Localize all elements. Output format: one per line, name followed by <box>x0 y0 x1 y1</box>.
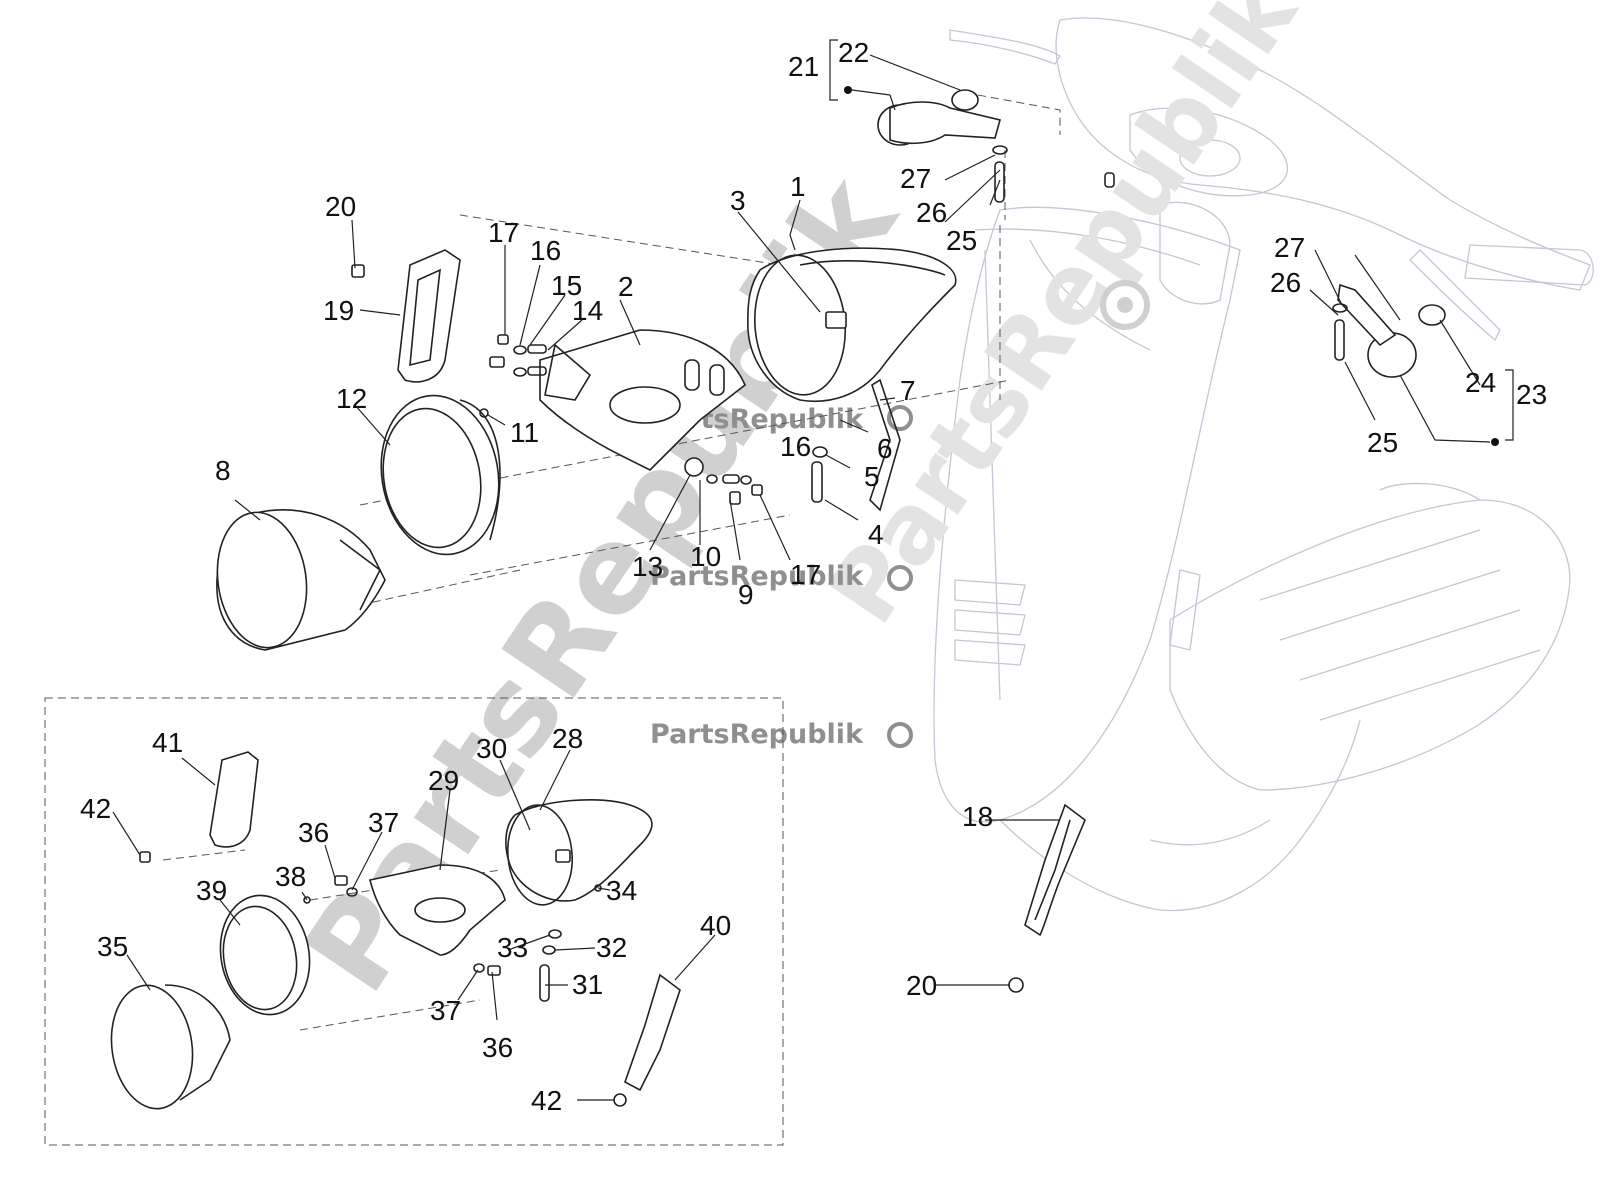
callout-label: 15 <box>551 270 582 301</box>
callout-label: 37 <box>368 807 399 838</box>
scooter-body-outline <box>933 17 1594 912</box>
headlight-support-lower <box>369 864 506 956</box>
callout-label: 10 <box>690 541 721 572</box>
callout-label: 11 <box>510 417 539 448</box>
callout-label: 29 <box>428 765 459 796</box>
callout-label: 38 <box>275 861 306 892</box>
socket-clip <box>825 311 847 329</box>
callout-label: 36 <box>298 817 329 848</box>
gear-icon <box>1100 280 1150 330</box>
callout-label: 16 <box>530 235 561 266</box>
headlight-trim-ring-lower <box>219 894 311 1016</box>
watermark-small-text: PartsRepublik <box>650 561 864 592</box>
headlight-casing <box>747 247 957 402</box>
callout-label: 4 <box>868 519 884 550</box>
callout-label: 40 <box>700 910 731 941</box>
headlight-assembly-lower <box>110 751 681 1110</box>
callout-label: 18 <box>962 801 993 832</box>
callout-label: 30 <box>476 733 507 764</box>
front-indicator-left-handlebar <box>877 89 1008 203</box>
callout-label: 17 <box>790 559 821 590</box>
turn-indicator-lower-box <box>624 973 681 1092</box>
callout-label: 13 <box>632 551 663 582</box>
callout-label: 1 <box>790 171 806 202</box>
front-indicator-right-handlebar <box>1332 283 1446 378</box>
callout-label: 42 <box>531 1085 562 1116</box>
headlight-trim-ring <box>380 394 501 556</box>
fasteners-lower <box>139 851 627 1107</box>
callout-label: 23 <box>1516 379 1547 410</box>
screw-handlebar <box>1104 172 1115 188</box>
turn-indicator-lower-right <box>1008 803 1086 993</box>
callout-label: 6 <box>877 433 893 464</box>
gear-icon <box>887 405 913 748</box>
callout-label: 27 <box>900 163 931 194</box>
callout-label: 14 <box>572 295 603 326</box>
callout-label: 19 <box>323 295 354 326</box>
callout-label: 28 <box>552 723 583 754</box>
callout-label: 25 <box>946 225 977 256</box>
callout-label: 33 <box>497 932 528 963</box>
callout-label: 24 <box>1465 367 1496 398</box>
alternate-version-box <box>44 697 784 1146</box>
callout-label: 16 <box>780 431 811 462</box>
callout-label: 41 <box>152 727 183 758</box>
callout-labels: 1 2 3 4 5 6 7 8 9 10 11 12 13 14 15 16 1… <box>80 37 1547 1116</box>
callout-label: 20 <box>906 970 937 1001</box>
fasteners <box>479 334 901 512</box>
callout-label: 17 <box>488 217 519 248</box>
callout-label: 34 <box>606 875 637 906</box>
callout-label: 31 <box>572 969 603 1000</box>
callout-label: 39 <box>196 875 227 906</box>
callout-label: 22 <box>838 37 869 68</box>
callout-label: 21 <box>788 51 819 82</box>
callout-label: 36 <box>482 1032 513 1063</box>
headlight-support <box>539 329 746 471</box>
callout-label: 20 <box>325 191 356 222</box>
headlight-casing-lower <box>505 799 653 902</box>
socket-clip-lower <box>555 849 571 863</box>
callout-label: 27 <box>1274 232 1305 263</box>
screw-20-upper <box>351 264 365 278</box>
leader-lines <box>112 39 1514 1101</box>
turn-indicator-left-upper <box>397 249 461 383</box>
callout-label: 2 <box>618 271 634 302</box>
callout-label: 25 <box>1367 427 1398 458</box>
watermark-small-text: PartsRepublik <box>650 719 864 750</box>
callout-label: 42 <box>80 793 111 824</box>
callout-label: 35 <box>97 931 128 962</box>
callout-label: 37 <box>430 995 461 1026</box>
callout-label: 8 <box>215 455 231 486</box>
callout-label: 12 <box>336 383 367 414</box>
callout-label: 26 <box>1270 267 1301 298</box>
headlight-lens-lower <box>110 984 231 1110</box>
callout-label: 9 <box>738 579 754 610</box>
callout-label: 26 <box>916 197 947 228</box>
turn-indicator-lower-left <box>209 751 259 848</box>
headlight-lens <box>216 509 386 651</box>
callout-label: 32 <box>596 932 627 963</box>
callout-label: 5 <box>864 461 880 492</box>
callout-label: 3 <box>730 185 746 216</box>
callout-label: 7 <box>900 375 916 406</box>
